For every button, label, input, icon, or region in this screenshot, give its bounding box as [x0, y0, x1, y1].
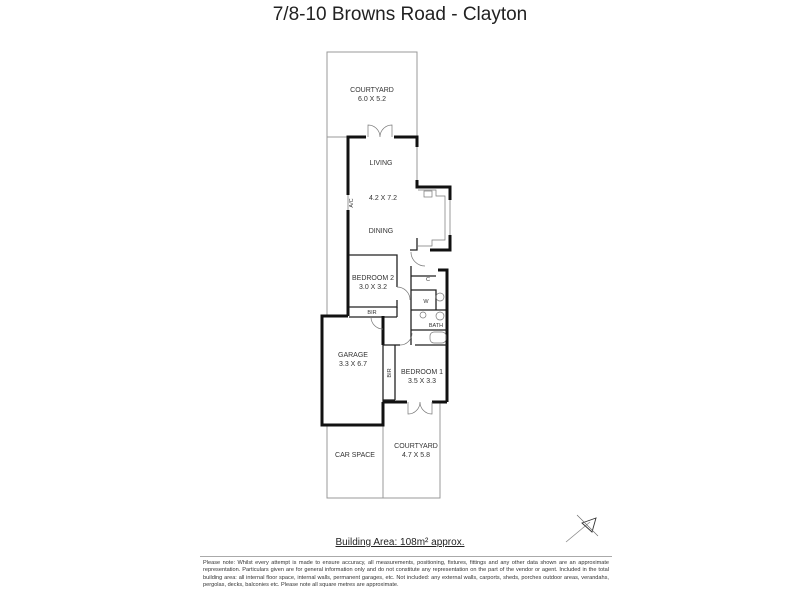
garage-label: GARAGE: [338, 352, 368, 359]
living-size: 4.2 X 7.2: [369, 195, 397, 202]
courtyard-bottom-size: 4.7 X 5.8: [402, 452, 430, 459]
wc-label: W: [423, 299, 429, 305]
dining-label: DINING: [369, 228, 394, 235]
car-space-outline: [326, 424, 384, 499]
bedroom1-size: 3.5 X 3.3: [408, 378, 436, 385]
bedroom2-size: 3.0 X 3.2: [359, 284, 387, 291]
divider: [200, 556, 612, 557]
house-walls: [320, 124, 452, 427]
garage-size: 3.3 X 6.7: [339, 361, 367, 368]
room-labels: COURTYARD 6.0 X 5.2 LIVING 4.2 X 7.2 DIN…: [335, 87, 443, 459]
bir-side-label: BIR: [387, 368, 393, 377]
bath-label: BATH: [429, 323, 443, 329]
building-area: Building Area: 108m² approx.: [335, 537, 465, 548]
courtyard-top-size: 6.0 X 5.2: [358, 96, 386, 103]
north-arrow-icon: [565, 514, 599, 543]
cupboard-label: C: [426, 277, 430, 283]
disclaimer: Please note: Whilst every attempt is mad…: [203, 560, 609, 588]
page-title: 7/8-10 Browns Road - Clayton: [272, 4, 528, 25]
car-space-label: CAR SPACE: [335, 452, 375, 459]
courtyard-bottom-label: COURTYARD: [394, 443, 438, 450]
bedroom2-label: BEDROOM 2: [352, 275, 394, 282]
bir-top-label: BIR: [367, 310, 376, 316]
bedroom1-label: BEDROOM 1: [401, 369, 443, 376]
living-label: LIVING: [370, 160, 393, 167]
courtyard-top-label: COURTYARD: [350, 87, 394, 94]
ac-label: A/C: [349, 198, 355, 207]
